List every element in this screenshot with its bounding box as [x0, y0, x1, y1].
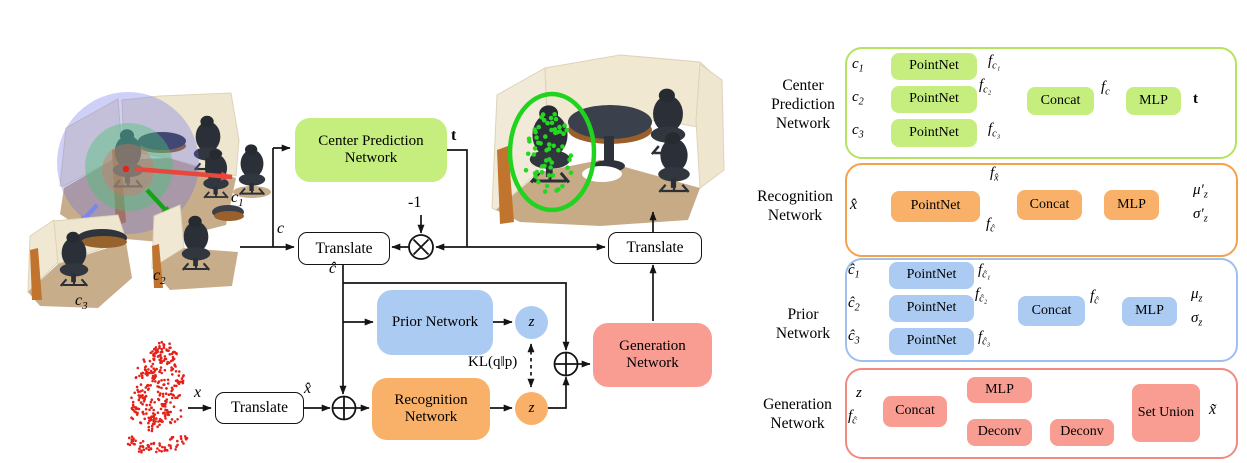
output-sigma: σz: [1191, 310, 1203, 329]
label-neg-one: -1: [408, 194, 422, 211]
feature-fchat3: fĉ₃: [978, 329, 991, 348]
pointnet-block: PointNet: [891, 191, 980, 222]
feature-fc3: fc₃: [988, 121, 1001, 140]
pointnet-block: PointNet: [891, 86, 977, 113]
feature-fc2: fc₂: [979, 77, 992, 96]
concat-block: Concat: [1027, 87, 1094, 115]
label-c-hat: ĉ: [329, 260, 337, 277]
center-prediction-line1: Center Prediction: [318, 133, 424, 150]
deconv-block: Deconv: [967, 419, 1032, 446]
feature-fchat1: fĉ₁: [978, 262, 991, 281]
output-sigma-prime: σ′z: [1193, 206, 1208, 225]
label-x-hat: x̂: [304, 380, 312, 397]
pointnet-block: PointNet: [891, 53, 977, 80]
label-c3: c3: [75, 292, 88, 312]
context-c2-image: [151, 204, 244, 290]
input-chat3: ĉ3: [848, 328, 860, 347]
concat-block: Concat: [883, 396, 947, 427]
concat-block: Concat: [1017, 190, 1082, 220]
add-op-recognition: [331, 395, 357, 421]
feature-fchat: fĉ: [1090, 288, 1099, 307]
context-c1-image: [233, 144, 271, 198]
label-c2: c2: [153, 267, 166, 287]
gaussian-sphere-overlay: [57, 92, 233, 234]
mlp-block: MLP: [1122, 297, 1177, 326]
context-c3-image: [27, 214, 132, 308]
translate-context-box: Translate: [298, 232, 390, 265]
pointnet-block: PointNet: [889, 328, 974, 355]
feature-fc: fc: [1101, 79, 1110, 98]
translate-input-box: Translate: [215, 392, 304, 424]
recognition-network-box: Recognition Network: [372, 378, 490, 440]
input-c1: c1: [852, 56, 864, 75]
latent-z-recognition: z: [515, 392, 548, 425]
feature-fxhat: fx̂: [990, 165, 999, 184]
pointnet-block: PointNet: [889, 262, 974, 289]
input-chat2: ĉ2: [848, 295, 860, 314]
label-c: c: [277, 220, 285, 237]
multiply-op: [408, 234, 434, 260]
input-c3: c3: [852, 122, 864, 141]
output-mu-prime: μ′z: [1193, 182, 1208, 201]
center-point-dot: [122, 165, 130, 173]
feature-fc1: fc₁: [988, 53, 1001, 72]
label-kl-divergence: KL(q‖p): [468, 354, 518, 370]
mlp-block: MLP: [1104, 190, 1159, 220]
deconv-block: Deconv: [1050, 419, 1114, 446]
translate-output-box: Translate: [608, 232, 702, 264]
feature-fchat: fĉ: [986, 216, 995, 235]
mlp-block: MLP: [1126, 87, 1181, 115]
output-t: t: [1193, 91, 1198, 107]
sample-arrow-c1: [134, 166, 233, 181]
feature-fchat2: fĉ₂: [975, 286, 988, 305]
label-t: t: [451, 127, 457, 144]
generation-network-box: Generation Network: [593, 323, 712, 387]
input-z: z: [856, 385, 862, 401]
add-op-generation: [553, 351, 579, 377]
latent-z-prior: z: [515, 306, 548, 339]
prior-network-box: Prior Network: [377, 290, 493, 355]
set-union-block: Set Union: [1132, 384, 1200, 442]
concat-block: Concat: [1018, 296, 1085, 326]
mlp-block: MLP: [967, 377, 1032, 403]
input-fchat: fĉ: [848, 408, 857, 427]
center-prediction-network-box: Center Prediction Network: [295, 118, 447, 182]
pointnet-block: PointNet: [891, 119, 977, 147]
input-c2: c2: [852, 89, 864, 108]
connector-lines: [188, 144, 657, 412]
pointnet-block: PointNet: [889, 295, 974, 322]
label-c1: c1: [231, 189, 244, 209]
center-prediction-line2: Network: [344, 150, 398, 166]
input-x-hat: x̂: [850, 196, 858, 213]
output-x-tilde: x̃: [1209, 401, 1217, 418]
input-chat1: ĉ1: [848, 262, 860, 281]
input-chair-pointcloud-image: [126, 340, 189, 454]
label-x: x: [194, 384, 202, 401]
detected-object-highlight: [507, 91, 597, 213]
output-mu: μz: [1191, 286, 1203, 305]
